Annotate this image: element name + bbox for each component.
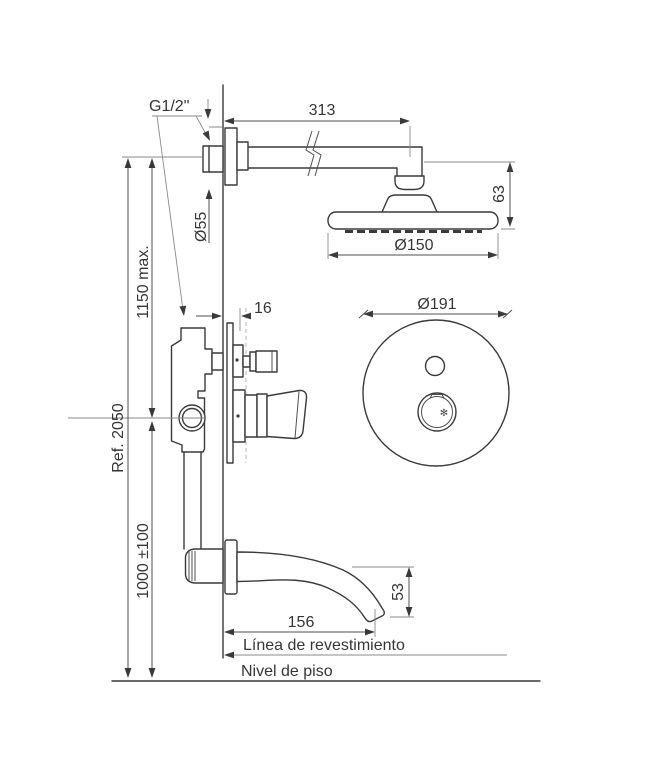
floor-line-annotation: Nivel de piso <box>111 663 541 682</box>
vertical-dimensions: Ref. 2050 1150 max. 1000 ±100 <box>68 156 205 678</box>
dim-arm-flange-diameter: Ø55 <box>193 189 213 243</box>
snowflake-icon: ✻ <box>440 408 448 419</box>
dim-label: Ref. 2050 <box>110 403 127 472</box>
valve-down-pipe <box>183 451 202 550</box>
arm-thread-nipple <box>202 145 224 173</box>
break-symbol <box>312 130 322 177</box>
dim-wall-depth: 16 <box>196 300 272 331</box>
trim-screw <box>235 358 239 362</box>
head-ball-joint <box>394 175 425 191</box>
dim-plate-diameter: Ø191 <box>358 296 513 319</box>
spout-elbow <box>184 548 224 584</box>
dim-spout-reach: 156 <box>224 609 376 637</box>
floor-line-label: Nivel de piso <box>241 663 333 680</box>
arm-tube <box>247 146 423 177</box>
dim-label: 1150 max. <box>135 245 152 319</box>
dim-arm-length: 313 <box>204 99 411 157</box>
dim-label: 16 <box>254 300 272 317</box>
diverter-button <box>424 355 446 377</box>
dim-head-height: 63 <box>424 161 515 230</box>
head-cone <box>381 194 438 213</box>
handle-base-cone <box>256 393 268 438</box>
dim-label: Ø55 <box>193 212 210 242</box>
diverter-ring <box>249 351 257 372</box>
shower-arm <box>202 127 423 186</box>
valve-stem <box>211 352 224 371</box>
spout-tube <box>236 551 385 623</box>
valve-body <box>170 327 213 453</box>
plaster-guard-plate <box>226 322 234 464</box>
break-symbol <box>305 130 315 177</box>
trim-screw <box>236 414 240 418</box>
dim-label: 63 <box>491 185 508 203</box>
bath-spout <box>224 539 385 623</box>
dim-label: 313 <box>309 102 336 119</box>
handle-lever <box>266 389 308 440</box>
trim-plate <box>362 319 510 467</box>
dim-head-diameter: Ø150 <box>327 233 499 259</box>
dim-label: 156 <box>288 614 315 631</box>
handle-inner-ring <box>421 396 453 428</box>
finish-line-label: Línea de revestimiento <box>243 637 405 654</box>
thread-label: G1/2" <box>149 98 189 115</box>
thread-annotation: G1/2" <box>149 98 214 317</box>
dim-label: Ø191 <box>417 296 456 313</box>
handle-base-ring <box>244 394 258 438</box>
dim-label: 1000 ±100 <box>135 523 152 599</box>
head-disc <box>327 211 499 230</box>
arm-collar <box>236 141 249 171</box>
handle-notch <box>429 394 445 399</box>
spout-escutcheon <box>224 539 238 595</box>
valve-body-side-view <box>170 308 308 584</box>
dim-spout-drop: 53 <box>352 566 414 618</box>
diverter-stem <box>242 355 251 368</box>
finish-line-annotation: Línea de revestimiento <box>224 637 507 659</box>
handle-outer-ring <box>417 392 457 432</box>
trim-plate-front-view: ✻ <box>362 319 510 467</box>
arm-escutcheon <box>224 127 238 186</box>
dim-label: Ø150 <box>394 237 433 254</box>
dim-label: 53 <box>390 583 407 601</box>
diverter-knob <box>255 350 278 373</box>
shower-head <box>327 175 499 233</box>
